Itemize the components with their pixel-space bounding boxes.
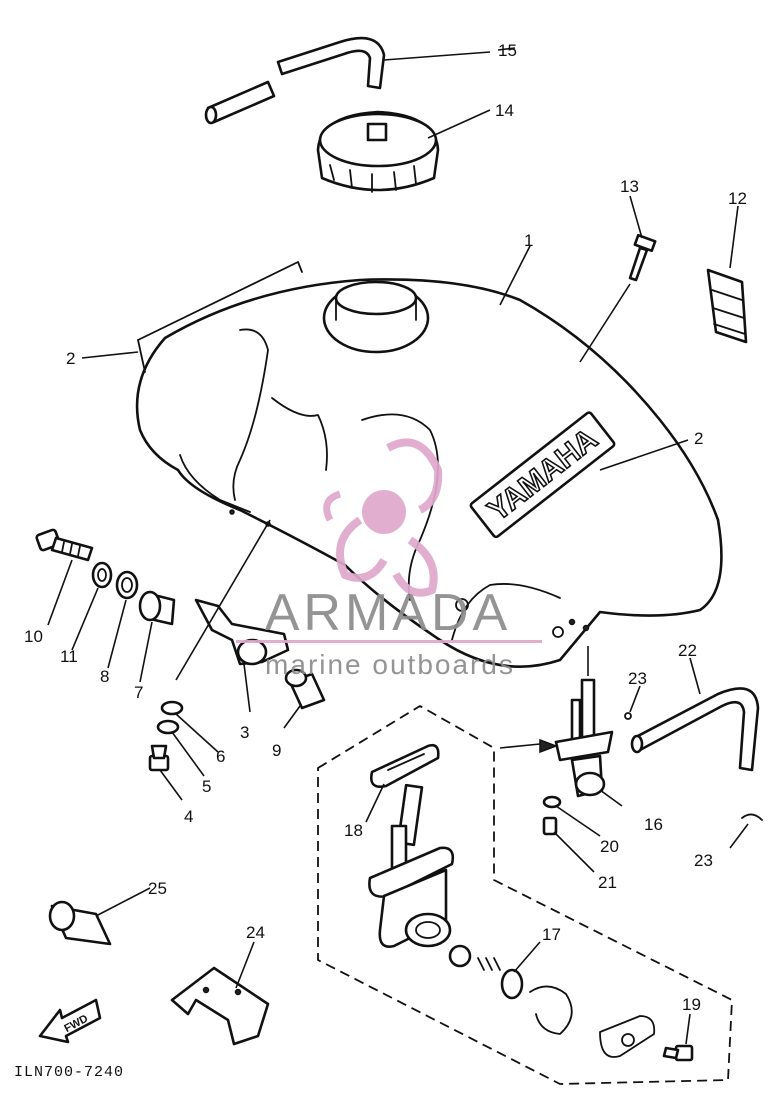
part-2-decal-left <box>137 261 303 373</box>
callout-1: 1 <box>524 231 533 250</box>
fwd-arrow: FWD <box>38 998 102 1044</box>
callout-17: 17 <box>542 925 561 944</box>
part-11-washer <box>91 561 113 589</box>
callout-23-lower: 23 <box>694 851 713 870</box>
leader-lines <box>47 47 749 1045</box>
callout-5: 5 <box>202 777 211 796</box>
callout-24: 24 <box>246 923 265 942</box>
part-18-gasket <box>370 743 440 788</box>
callout-15: 15 <box>498 41 517 60</box>
detail-box-outline <box>317 704 733 1085</box>
part-13-screw <box>628 233 657 282</box>
callout-4: 4 <box>184 807 193 826</box>
callout-22: 22 <box>678 641 697 660</box>
callout-3: 3 <box>240 723 249 742</box>
detail-lever <box>529 985 573 1035</box>
part-17-o-ring <box>500 968 524 1000</box>
part-4-bolt <box>148 744 170 772</box>
part-8-washer <box>115 570 139 600</box>
callout-13: 13 <box>620 177 639 196</box>
detail-spring <box>448 944 501 971</box>
callout-9: 9 <box>272 741 281 760</box>
callout-20: 20 <box>600 837 619 856</box>
part-25-holder <box>48 900 112 946</box>
part-9-collar <box>284 668 326 710</box>
part-21-screw <box>542 816 558 836</box>
detail-fuel-cock-body <box>368 783 455 948</box>
callout-23-upper: 23 <box>628 669 647 688</box>
detail-plate <box>599 1015 656 1058</box>
part-15-breather-hose <box>204 36 386 125</box>
propeller-logo-icon <box>323 438 443 597</box>
part-10-bolt <box>35 528 94 562</box>
callout-2-right: 2 <box>694 429 703 448</box>
callout-10: 10 <box>24 627 43 646</box>
callout-12: 12 <box>728 189 747 208</box>
part-24-bracket <box>170 966 270 1046</box>
callout-6: 6 <box>216 747 225 766</box>
callout-25: 25 <box>148 879 167 898</box>
part-23-clip-lower <box>741 813 763 821</box>
part-19-screw <box>662 1044 694 1062</box>
drawing-code: ILN700-7240 <box>14 1064 124 1081</box>
callout-21: 21 <box>598 873 617 892</box>
callouts: 15 14 1 2 2 13 12 10 11 8 7 3 9 6 5 4 16… <box>24 41 747 1014</box>
callout-11: 11 <box>60 647 78 666</box>
watermark-subtitle: marine outboards <box>265 649 515 680</box>
armada-watermark: ARMADA marine outboards <box>236 438 542 680</box>
callout-19: 19 <box>682 995 701 1014</box>
callout-2-left: 2 <box>66 349 75 368</box>
part-3-bracket <box>194 598 290 666</box>
callout-7: 7 <box>134 683 143 702</box>
part-20-washer <box>542 795 562 809</box>
part-6-washer <box>160 700 184 716</box>
part-23-clip-upper <box>624 712 632 720</box>
callout-14: 14 <box>495 101 514 120</box>
callout-16: 16 <box>644 815 663 834</box>
callout-8: 8 <box>100 667 109 686</box>
part-1-fuel-tank: YAMAHA <box>135 278 723 668</box>
part-16-fuel-cock <box>554 678 614 798</box>
callout-18: 18 <box>344 821 363 840</box>
part-12-damper <box>706 268 748 344</box>
part-22-fuel-hose <box>630 687 760 772</box>
watermark-title: ARMADA <box>265 584 511 642</box>
part-14-fuel-cap <box>316 110 440 193</box>
part-5-washer <box>156 719 180 735</box>
part-7-grommet <box>138 590 176 626</box>
